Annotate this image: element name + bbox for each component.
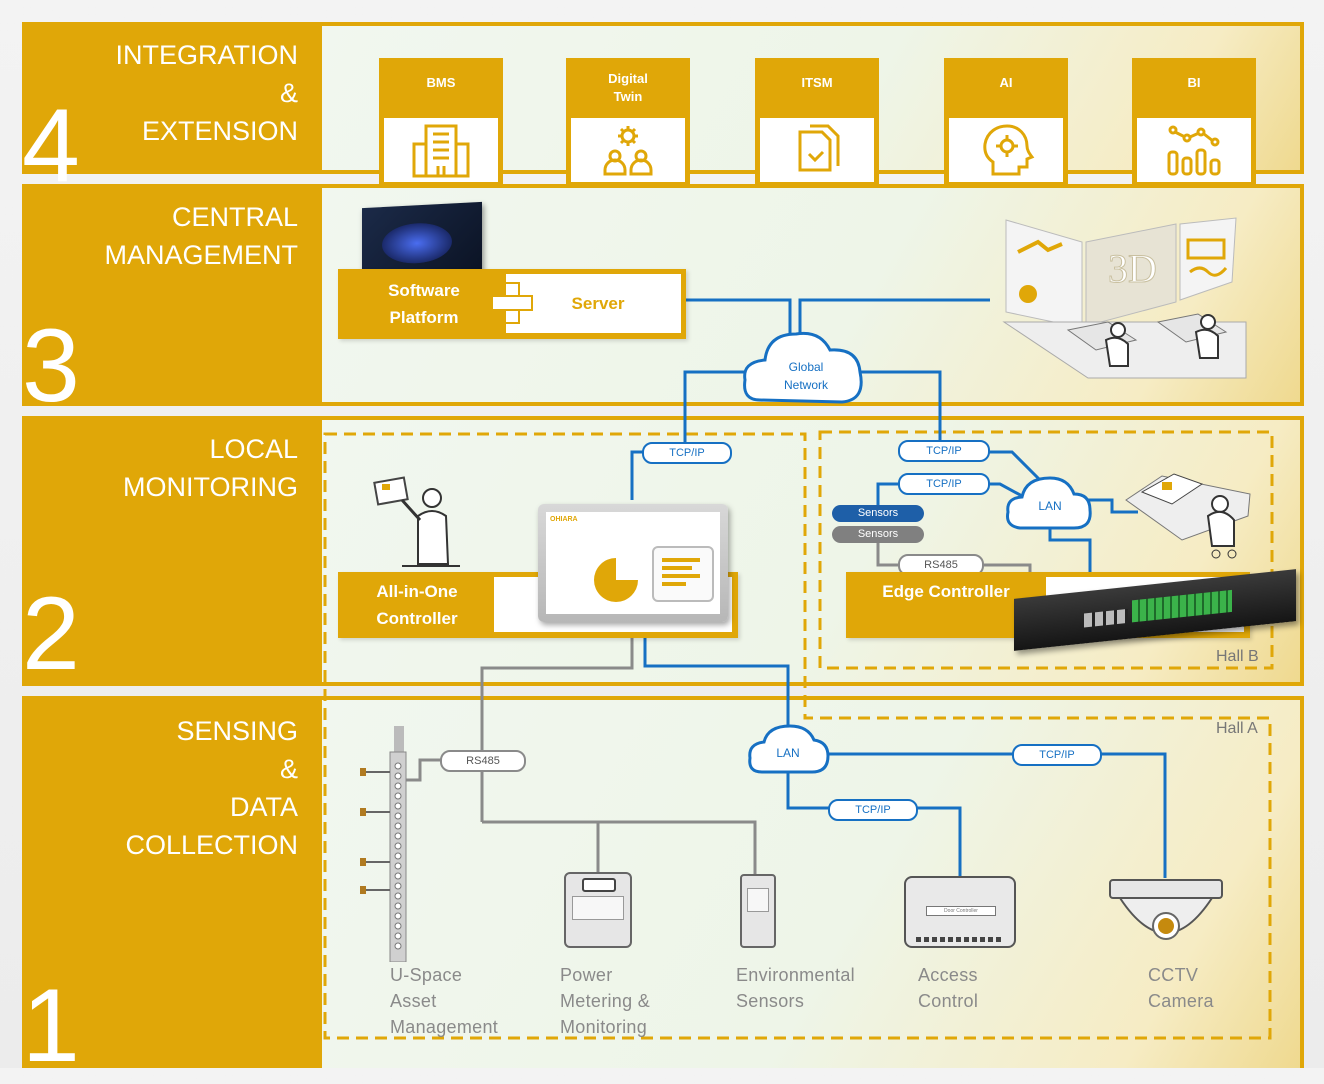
layer-2-number: 2	[22, 576, 80, 692]
list-icon	[652, 546, 714, 602]
device-label-environmental: Environmental Sensors	[736, 965, 855, 1011]
svg-text:3D: 3D	[1108, 246, 1157, 291]
edge-workstation-illustration	[1125, 473, 1251, 559]
software-platform-label: Software Platform	[388, 281, 460, 327]
sensors-tag-grey: Sensors	[832, 526, 924, 543]
control-room-illustration: 3D	[1002, 217, 1247, 379]
layer-1-number: 1	[22, 968, 80, 1084]
device-label-access: Access Control	[918, 965, 979, 1011]
documents-icon	[798, 124, 840, 172]
rs485-badge-edge: RS485	[898, 554, 984, 576]
u-space-rack-strip	[360, 726, 407, 962]
access-control-device: Door Controller	[904, 876, 1016, 948]
tcpip-badge-cctv: TCP/IP	[1012, 744, 1102, 766]
integration-ai[interactable]: AI	[944, 58, 1068, 186]
layer-2-title: LOCAL MONITORING	[123, 434, 298, 502]
brain-gear-icon	[983, 124, 1035, 176]
layer-1-title: SENSING & DATA COLLECTION	[125, 716, 298, 860]
edge-lan-label: LAN	[1038, 499, 1062, 513]
device-label-cctv: CCTV Camera	[1148, 965, 1214, 1011]
tcpip-badge-aio: TCP/IP	[642, 442, 732, 464]
integration-bi[interactable]: BI	[1132, 58, 1256, 186]
hall-b-label: Hall B	[1216, 648, 1259, 665]
rs485-badge-hall-a: RS485	[440, 750, 526, 772]
building-icon	[412, 124, 470, 178]
edge-controller-label: Edge Controller	[882, 582, 1010, 601]
integration-itsm[interactable]: ITSM	[755, 58, 879, 186]
layer-4-number: 4	[22, 88, 80, 204]
integration-bms[interactable]: BMS	[379, 58, 503, 186]
layer-4-band: INTEGRATION & EXTENSION 4 BMS Digital Tw…	[22, 22, 1304, 198]
layer-3-title: CENTRAL MANAGEMENT	[104, 202, 298, 270]
server-label: Server	[571, 294, 625, 313]
device-label-u-space: U-Space Asset Management	[390, 965, 499, 1037]
power-meter-device	[564, 872, 632, 948]
layer-3-number: 3	[22, 308, 80, 424]
tcpip-badge-edge-1: TCP/IP	[898, 440, 990, 462]
integration-digital-twin[interactable]: Digital Twin	[566, 58, 690, 186]
cctv-camera-device	[1109, 879, 1223, 940]
global-network-label: Global Network	[783, 360, 828, 392]
hall-a-label: Hall A	[1216, 720, 1258, 737]
controller-brand: OHIARA	[550, 516, 578, 523]
environmental-sensor-device	[740, 874, 776, 948]
layer-4-title: INTEGRATION & EXTENSION	[115, 40, 298, 146]
analytics-icon	[1167, 125, 1221, 176]
tcpip-badge-edge-2: TCP/IP	[898, 473, 990, 495]
tcpip-badge-access: TCP/IP	[828, 799, 918, 821]
gear-people-icon	[603, 126, 653, 176]
door-controller-plate: Door Controller	[926, 906, 996, 916]
sensors-tag-blue: Sensors	[832, 505, 924, 522]
software-platform-box[interactable]: Software Platform Server	[338, 269, 686, 339]
plus-icon	[493, 284, 531, 322]
aio-controller-device[interactable]: OHIARA	[538, 504, 728, 622]
hall-a-lan-label: LAN	[776, 746, 800, 760]
operator-touchscreen-illustration	[373, 476, 460, 567]
all-in-one-controller-label: All-in-One Controller	[376, 582, 458, 628]
device-label-power: Power Metering & Monitoring	[560, 965, 651, 1037]
pie-chart-icon	[594, 558, 638, 602]
